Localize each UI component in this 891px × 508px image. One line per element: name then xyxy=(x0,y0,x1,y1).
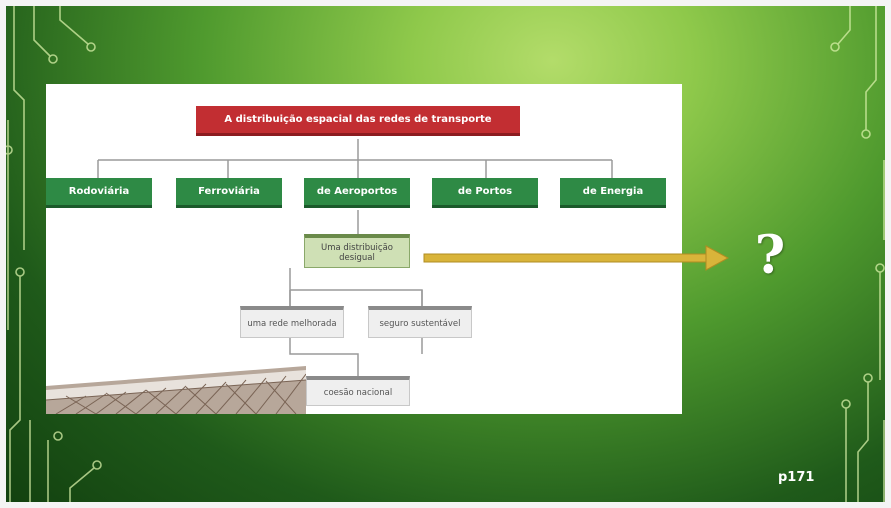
level3-box-rede: uma rede melhorada xyxy=(240,306,344,338)
diagram-title: A distribuição espacial das redes de tra… xyxy=(196,106,520,136)
category-ferroviaria: Ferroviária xyxy=(176,178,282,208)
level3-box-seguro: seguro sustentável xyxy=(368,306,472,338)
category-energia: de Energia xyxy=(560,178,666,208)
category-rodoviaria: Rodoviária xyxy=(46,178,152,208)
level4-box: coesão nacional xyxy=(306,376,410,406)
diagram-panel: A distribuição espacial das redes de tra… xyxy=(46,84,682,414)
question-mark-icon: ? xyxy=(754,225,786,286)
category-aeroportos: de Aeroportos xyxy=(304,178,410,208)
category-portos: de Portos xyxy=(432,178,538,208)
page-number: p171 xyxy=(778,470,815,485)
level2-box: Uma distribuição desigual xyxy=(304,234,410,268)
bridge-photo xyxy=(46,366,306,414)
